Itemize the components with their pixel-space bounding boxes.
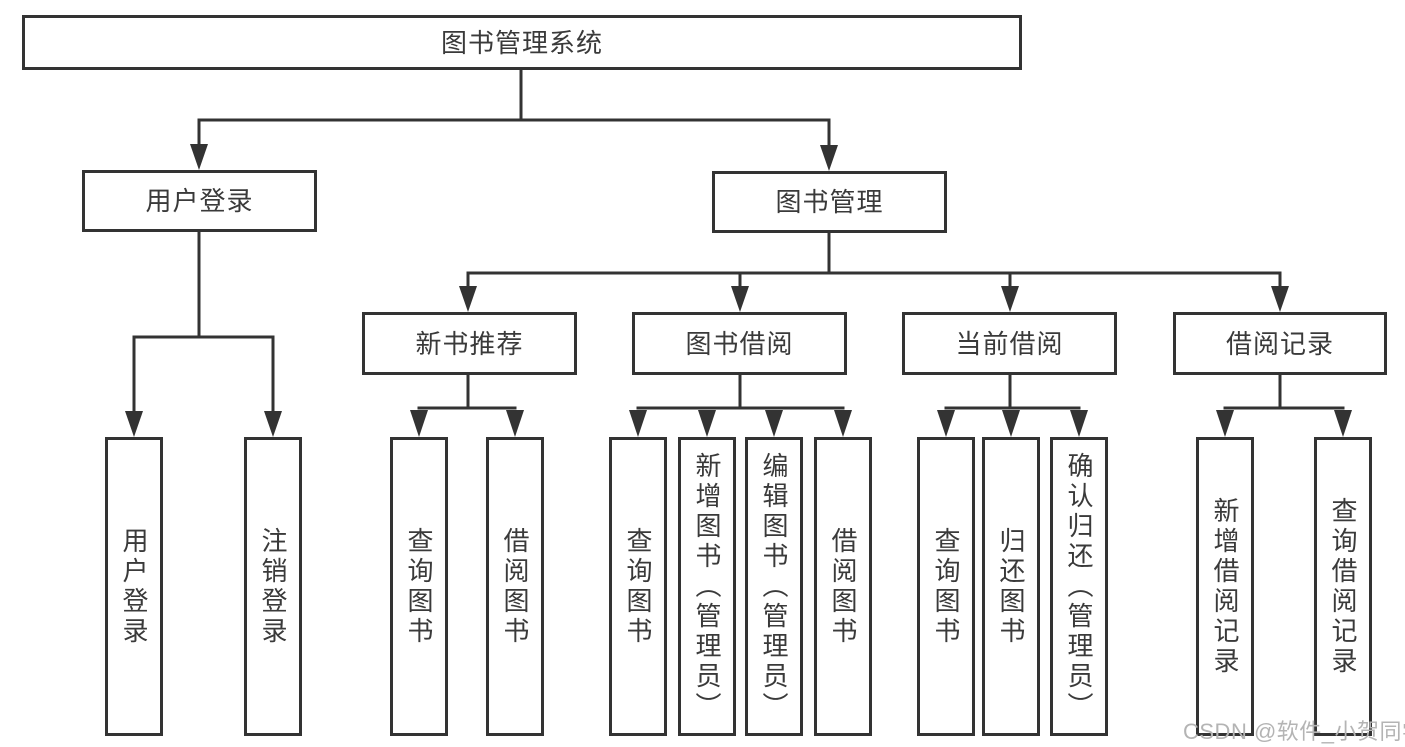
leaf-add-books-admin: 新增图书（管理员） bbox=[678, 437, 736, 736]
node-label: 新书推荐 bbox=[415, 328, 524, 359]
leaf-query-books-borrowing: 查询图书 bbox=[609, 437, 667, 736]
node-label: 用户登录 bbox=[145, 186, 254, 216]
leaf-label: 借阅图书 bbox=[828, 526, 858, 647]
node-label: 借阅记录 bbox=[1225, 328, 1334, 359]
node-current-borrowing: 当前借阅 bbox=[902, 312, 1117, 375]
leaf-query-borrow-record: 查询借阅记录 bbox=[1314, 437, 1372, 736]
leaf-label: 用户登录 bbox=[119, 526, 149, 647]
leaf-label: 查询图书 bbox=[404, 526, 434, 647]
leaf-user-login: 用户登录 bbox=[105, 437, 163, 736]
csdn-watermark: CSDN @软件_小贺同学 bbox=[1183, 719, 1405, 744]
node-label: 当前借阅 bbox=[955, 328, 1064, 359]
connector-borrowing-records-children bbox=[1216, 373, 1352, 437]
leaf-edit-books-admin: 编辑图书（管理员） bbox=[745, 437, 803, 736]
node-label: 图书管理系统 bbox=[440, 27, 603, 58]
node-user-login: 用户登录 bbox=[82, 170, 317, 232]
leaf-label: 查询图书 bbox=[931, 526, 961, 647]
node-book-borrowing: 图书借阅 bbox=[632, 312, 847, 375]
leaf-label: 查询图书 bbox=[623, 526, 653, 647]
node-book-management: 图书管理 bbox=[712, 171, 947, 233]
node-library-management-system: 图书管理系统 bbox=[22, 15, 1022, 70]
node-label: 图书借阅 bbox=[685, 328, 794, 359]
leaf-label: 借阅图书 bbox=[500, 526, 530, 647]
node-borrowing-records: 借阅记录 bbox=[1173, 312, 1387, 375]
leaf-logout: 注销登录 bbox=[244, 437, 302, 736]
leaf-label: 注销登录 bbox=[258, 526, 288, 647]
connector-book-borrowing-children bbox=[629, 373, 852, 437]
leaf-label: 编辑图书（管理员） bbox=[759, 451, 789, 722]
leaf-label: 确认归还（管理员） bbox=[1064, 451, 1094, 722]
connector-current-borrowing-children bbox=[937, 373, 1088, 437]
connector-book-management-children bbox=[459, 231, 1289, 312]
leaf-label: 归还图书 bbox=[996, 526, 1026, 647]
node-new-book-recommendation: 新书推荐 bbox=[362, 312, 577, 375]
leaf-query-books-recommend: 查询图书 bbox=[390, 437, 448, 736]
leaf-query-books-current: 查询图书 bbox=[917, 437, 975, 736]
leaf-label: 查询借阅记录 bbox=[1328, 496, 1358, 677]
connector-root-to-level2 bbox=[190, 68, 838, 171]
connector-new-book-recommendation-children bbox=[410, 373, 524, 437]
leaf-confirm-return-admin: 确认归还（管理员） bbox=[1050, 437, 1108, 736]
connector-user-login-children bbox=[125, 230, 282, 437]
leaf-borrow-books: 借阅图书 bbox=[814, 437, 872, 736]
node-label: 图书管理 bbox=[775, 187, 884, 217]
leaf-return-books: 归还图书 bbox=[982, 437, 1040, 736]
leaf-borrow-books-recommend: 借阅图书 bbox=[486, 437, 544, 736]
leaf-add-borrow-record: 新增借阅记录 bbox=[1196, 437, 1254, 736]
leaf-label: 新增借阅记录 bbox=[1210, 496, 1240, 677]
leaf-label: 新增图书（管理员） bbox=[692, 451, 722, 722]
